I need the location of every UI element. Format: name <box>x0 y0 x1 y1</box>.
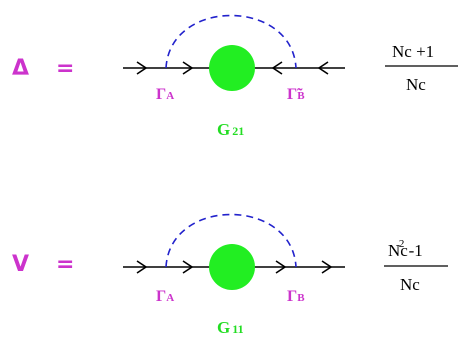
delta-dashed-loop <box>165 14 297 69</box>
delta-gamma-tilde-b: Γ̃B <box>287 86 305 103</box>
delta-numerator: Nc +1 <box>392 42 434 61</box>
delta-arrow-right-1 <box>136 61 148 75</box>
v-equals: = <box>56 252 74 277</box>
v-dashed-loop <box>165 213 297 268</box>
v-symbol: V <box>12 252 29 277</box>
v-arrow-right-3 <box>275 260 287 274</box>
v-arrow-right-4 <box>321 260 333 274</box>
delta-denominator: Nc <box>406 75 426 94</box>
v-arrow-right-1 <box>136 260 148 274</box>
delta-gamma-a: ΓA <box>156 86 174 103</box>
delta-equals: = <box>56 56 74 81</box>
delta-arrow-right-2 <box>182 61 194 75</box>
v-numerator: Nc2 -1 <box>388 238 423 260</box>
v-arrow-right-2 <box>182 260 194 274</box>
delta-symbol: Δ <box>12 56 29 81</box>
delta-blob <box>209 45 255 91</box>
v-denominator: Nc <box>400 275 420 294</box>
v-gamma-b: ΓB <box>287 288 305 305</box>
delta-arrow-left-1 <box>271 61 283 75</box>
v-gamma-a: ΓA <box>156 288 174 305</box>
v-blob <box>209 244 255 290</box>
delta-arrow-left-2 <box>317 61 329 75</box>
